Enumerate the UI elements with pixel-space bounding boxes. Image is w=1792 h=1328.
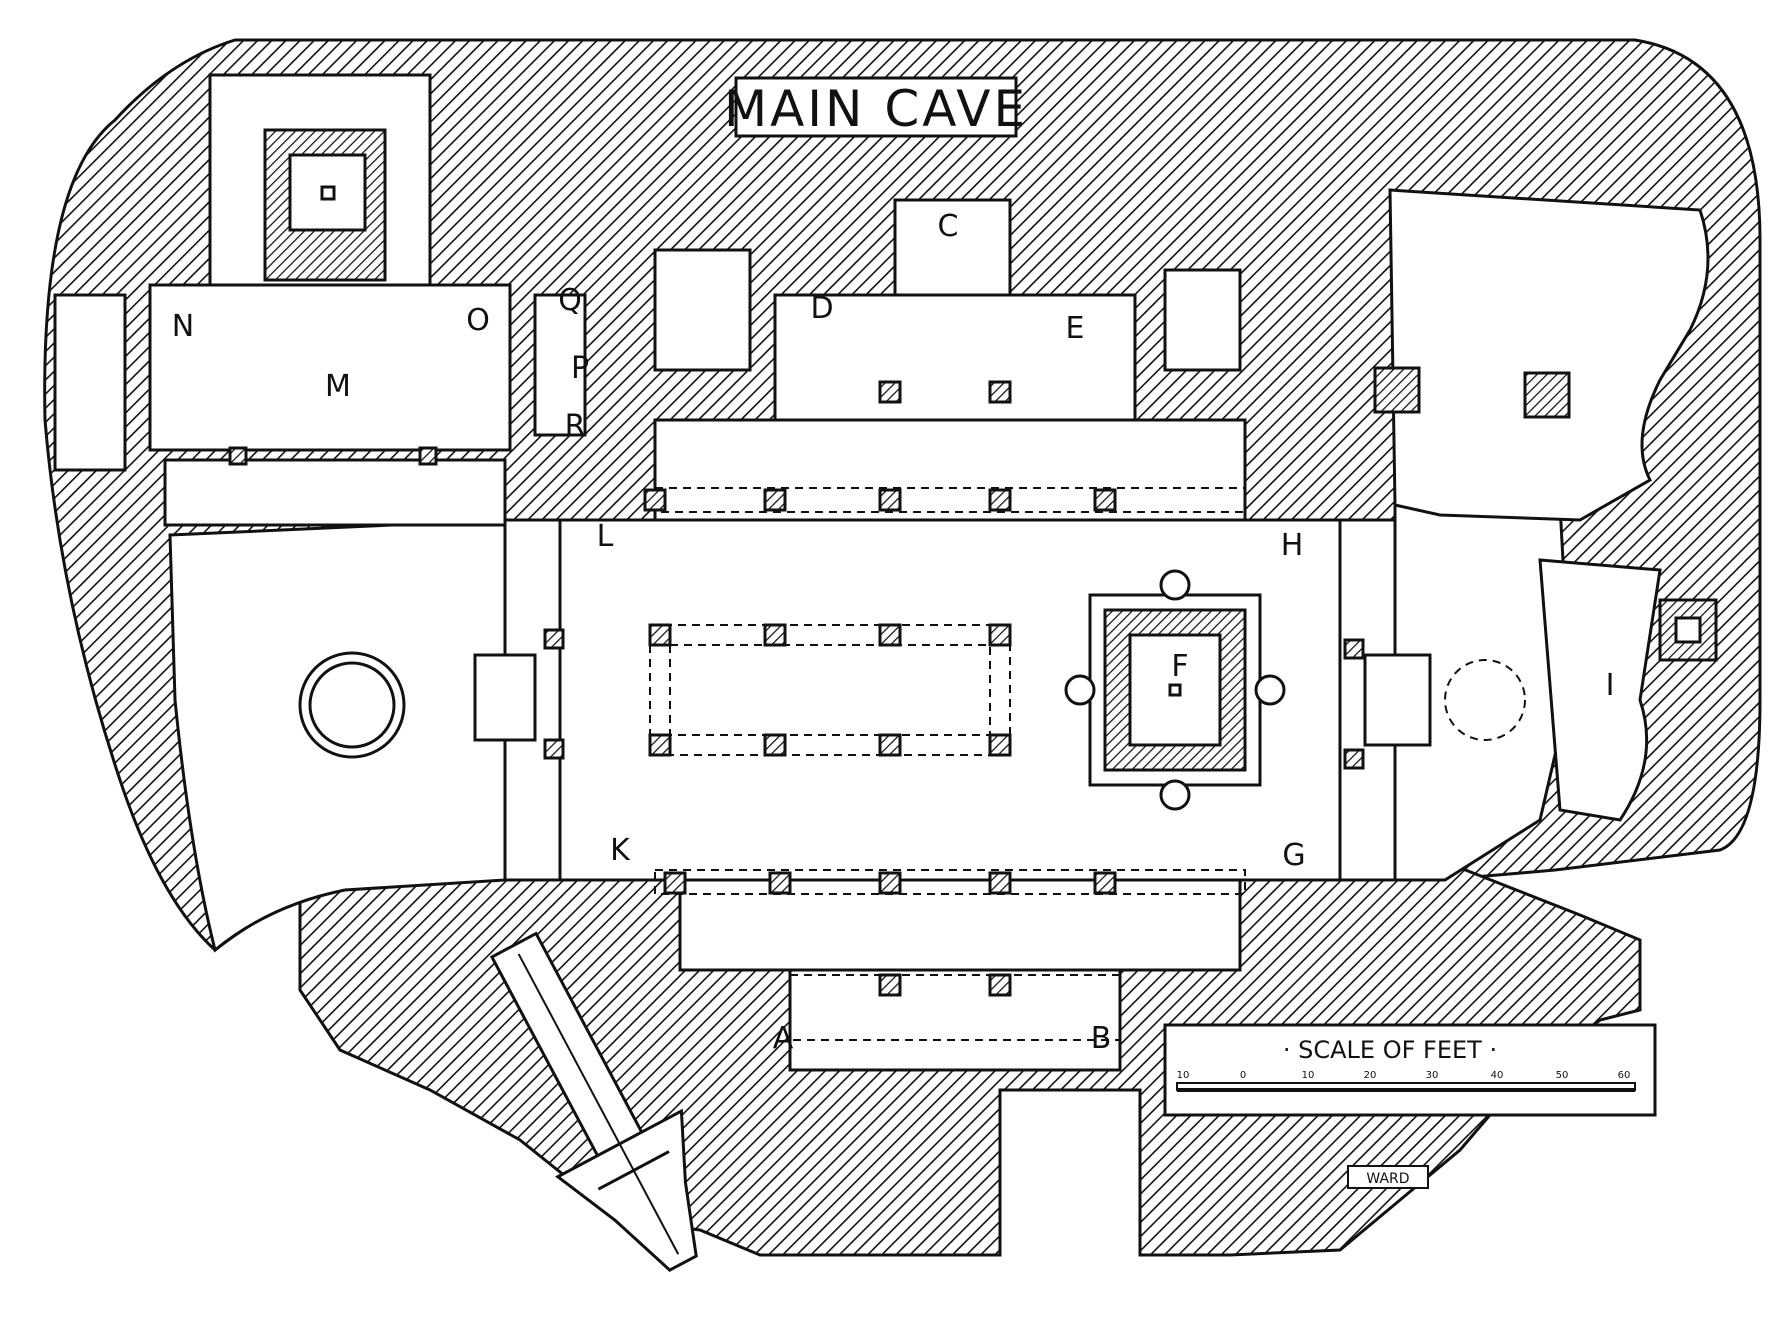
nw-front-porch bbox=[163, 458, 507, 527]
label-m: M bbox=[325, 369, 351, 404]
label-h: H bbox=[1281, 528, 1304, 563]
ne-pillar-2 bbox=[1523, 371, 1571, 419]
scale-tick-label: 20 bbox=[1364, 1070, 1377, 1081]
scale-tick-label: 10 bbox=[1302, 1070, 1315, 1081]
pillar bbox=[1093, 871, 1117, 895]
label-p: P bbox=[571, 351, 589, 386]
pillar bbox=[1343, 638, 1365, 660]
label-c: C bbox=[938, 209, 959, 244]
label-r: R bbox=[565, 409, 586, 444]
north-block-left bbox=[653, 248, 752, 372]
label-q: Q bbox=[558, 283, 582, 318]
central-shrine-f bbox=[1064, 569, 1286, 811]
label-b: B bbox=[1091, 1021, 1112, 1056]
ne-pillar-1 bbox=[1373, 366, 1421, 414]
colonnade-north bbox=[654, 487, 1246, 513]
pillar bbox=[768, 871, 792, 895]
scale-tick-label: 50 bbox=[1556, 1070, 1569, 1081]
scale-title: · SCALE OF FEET · bbox=[1283, 1036, 1497, 1064]
pillar bbox=[1343, 748, 1365, 770]
pillar bbox=[643, 488, 667, 512]
lamp-pillar-cross bbox=[597, 1150, 670, 1191]
scale-tick-label: 40 bbox=[1491, 1070, 1504, 1081]
label-o: O bbox=[466, 303, 490, 338]
pillar bbox=[418, 446, 438, 466]
pillar bbox=[988, 380, 1012, 404]
label-n: N bbox=[172, 309, 194, 344]
pillar bbox=[878, 623, 902, 647]
shrine-c bbox=[893, 198, 1012, 297]
label-f: F bbox=[1171, 649, 1188, 684]
pillar bbox=[988, 973, 1012, 997]
colonnade-south bbox=[654, 869, 1246, 895]
lamp-pillar bbox=[489, 931, 698, 1272]
page-title: MAIN CAVE bbox=[724, 80, 1028, 138]
lamp-pillar-base bbox=[555, 1108, 698, 1272]
east-lower-ledge bbox=[1538, 558, 1662, 822]
label-a: A bbox=[773, 1021, 794, 1056]
colonnade-vestibule bbox=[789, 974, 1121, 1041]
hall-pillars bbox=[228, 380, 1365, 997]
east-stairs bbox=[1363, 653, 1432, 747]
circular-tank-inner bbox=[308, 661, 396, 749]
east-small-shrine-cell bbox=[1674, 616, 1702, 644]
pillar bbox=[988, 488, 1012, 512]
pillar bbox=[878, 380, 902, 404]
entrance-vestibule bbox=[788, 968, 1122, 1072]
nw-east-pier bbox=[533, 293, 587, 437]
pillar bbox=[663, 871, 687, 895]
pillar bbox=[878, 973, 902, 997]
scale-box bbox=[1163, 1023, 1657, 1117]
colonnade-centre-inner bbox=[669, 644, 991, 736]
scale-tick-label: 60 bbox=[1618, 1070, 1631, 1081]
label-k: K bbox=[610, 833, 631, 868]
pillar bbox=[228, 446, 248, 466]
north-aisle bbox=[653, 418, 1247, 522]
title-box bbox=[734, 76, 1018, 138]
pillar bbox=[988, 623, 1012, 647]
pillar bbox=[988, 733, 1012, 757]
scale-of-feet: · SCALE OF FEET · 10 0 10 20 30 40 50 60 bbox=[1163, 1023, 1657, 1117]
signature: WARD bbox=[1366, 1171, 1409, 1187]
central-shrine-door-north bbox=[1159, 569, 1191, 601]
pillar bbox=[763, 623, 787, 647]
nw-shrine-linga bbox=[320, 185, 336, 201]
west-stairs bbox=[473, 653, 537, 742]
label-d: D bbox=[810, 291, 833, 326]
nw-hall-m bbox=[148, 283, 512, 452]
scale-tick-label: 30 bbox=[1426, 1070, 1439, 1081]
label-i: I bbox=[1606, 668, 1615, 703]
pillar bbox=[878, 488, 902, 512]
central-shrine-linga bbox=[1168, 683, 1182, 697]
ne-excavation bbox=[1388, 188, 1710, 522]
label-e: E bbox=[1066, 311, 1085, 346]
pillar bbox=[543, 628, 565, 650]
nw-west-pier bbox=[53, 293, 127, 472]
pillar bbox=[988, 871, 1012, 895]
pillar bbox=[763, 733, 787, 757]
signature-box bbox=[1347, 1165, 1429, 1189]
east-dashed-tank bbox=[1444, 659, 1526, 741]
scale-tick-label: 10 bbox=[1177, 1070, 1190, 1081]
colonnade-centre bbox=[649, 624, 1011, 756]
north-block-right bbox=[1163, 268, 1242, 372]
central-shrine-door-south bbox=[1159, 779, 1191, 811]
pillar bbox=[878, 871, 902, 895]
pillar bbox=[648, 623, 672, 647]
label-l: L bbox=[597, 519, 614, 554]
pillar bbox=[878, 733, 902, 757]
central-shrine-door-west bbox=[1064, 674, 1096, 706]
label-g: G bbox=[1282, 838, 1305, 873]
scale-tick-label: 0 bbox=[1240, 1070, 1246, 1081]
pillar bbox=[543, 738, 565, 760]
pillar bbox=[648, 733, 672, 757]
central-shrine-door-east bbox=[1254, 674, 1286, 706]
pillar bbox=[763, 488, 787, 512]
pillar bbox=[1093, 488, 1117, 512]
lamp-pillar-axis bbox=[517, 953, 680, 1255]
